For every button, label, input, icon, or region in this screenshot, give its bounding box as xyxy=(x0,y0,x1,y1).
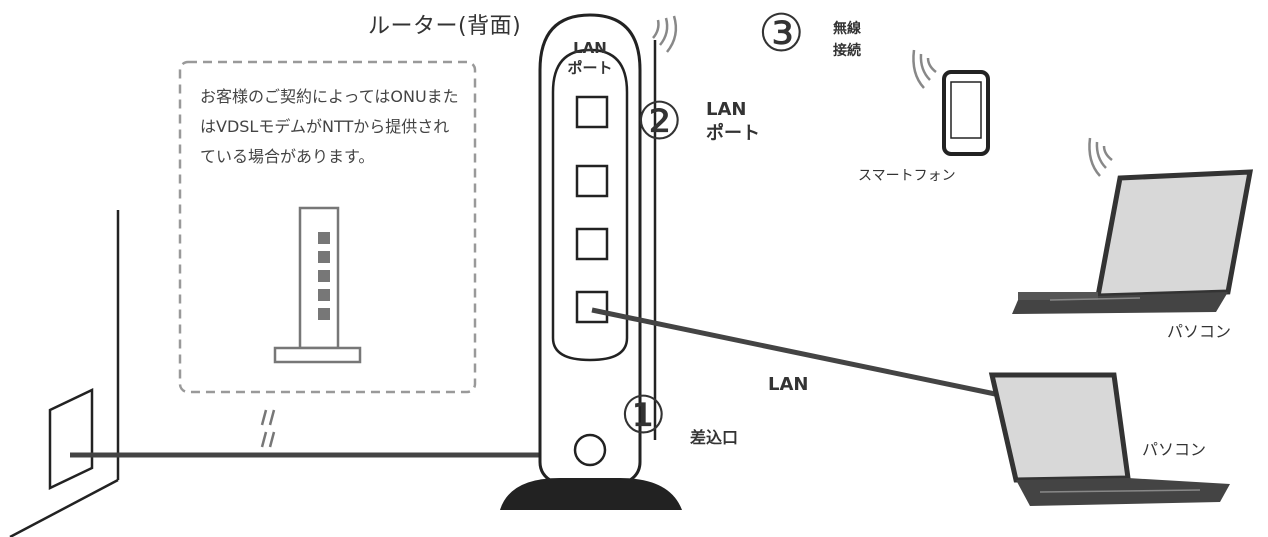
smartphone-wifi-icon xyxy=(912,49,937,89)
router-icon xyxy=(500,13,682,510)
router-lan-port-label: LAN ポート xyxy=(560,38,620,78)
step2-label-line2: ポート xyxy=(706,123,760,144)
pc-wired-label: パソコン xyxy=(1142,440,1207,459)
cable-break-mark xyxy=(260,409,276,448)
step2-number: ② xyxy=(636,92,683,152)
laptop-wifi-icon xyxy=(1088,137,1113,177)
router-title: ルーター(背面) xyxy=(368,14,522,39)
onu-device-icon xyxy=(273,206,362,364)
step1-label: 差込口 xyxy=(690,428,739,447)
step3-label: 無線 接続 xyxy=(833,18,861,62)
onu-note-text: お客様のご契約によってはONUまたはVDSLモデムがNTTから提供されている場合… xyxy=(200,87,459,166)
router-wifi-icon xyxy=(652,15,678,53)
step3-number: ③ xyxy=(758,4,805,64)
wall-outlet xyxy=(48,388,94,490)
step2-label: LAN ポート xyxy=(706,98,760,146)
wall xyxy=(9,210,120,537)
router-lan-port-label-line1: LAN xyxy=(573,39,607,57)
smartphone-icon xyxy=(942,70,990,156)
lan-cable xyxy=(591,307,1001,398)
step3-label-line2: 接続 xyxy=(833,43,861,59)
step2-label-line1: LAN xyxy=(706,99,747,120)
step3-label-line1: 無線 xyxy=(833,21,861,37)
router-lan-port-label-line2: ポート xyxy=(567,59,613,77)
smartphone-label: スマートフォン xyxy=(858,168,956,184)
laptop-wired-icon xyxy=(988,372,1230,506)
onu-note-box xyxy=(178,60,477,394)
pc-wireless-label: パソコン xyxy=(1167,322,1232,341)
lan-cable-label: LAN xyxy=(768,374,809,395)
step1-number: ① xyxy=(620,386,667,446)
laptop-wireless-icon xyxy=(1012,169,1254,314)
